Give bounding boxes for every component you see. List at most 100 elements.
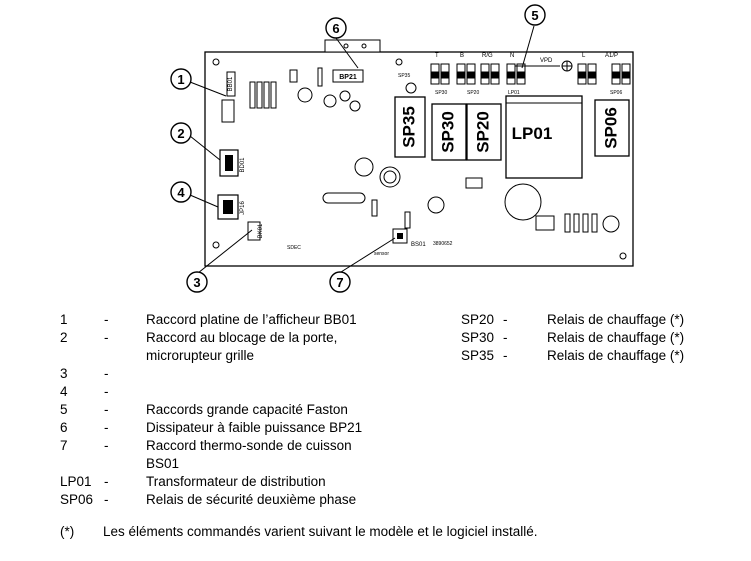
transformer-lp01-label: LP01 [512, 124, 553, 143]
legend-dash: - [503, 330, 508, 345]
connector-bb01 [226, 71, 236, 97]
legend-number: SP30 [461, 330, 495, 345]
legend_right-row: SP20- Relais de chauffage (*) [461, 311, 721, 329]
legend-number: 1 [60, 312, 68, 327]
callout-5-label: 5 [531, 8, 538, 23]
legend-text: Raccord platine de l’afficheur BB01 [146, 312, 357, 327]
board-code: 3890652 [433, 241, 453, 247]
legend-dash: - [104, 330, 109, 345]
small-label-sp06: SP06 [610, 90, 622, 96]
relay-sp30-label: SP30 [438, 111, 457, 153]
callout-6: 6 [325, 17, 347, 39]
legend-number: SP35 [461, 348, 495, 363]
top-label-t: T [435, 53, 439, 59]
callout-4: 4 [170, 181, 192, 203]
callout-2: 2 [170, 122, 192, 144]
legend_left-row: 1 - Raccord platine de l’afficheur BB01 [60, 311, 440, 329]
legend-number: 3 [60, 366, 68, 381]
connector-bs01-label: BS01 [411, 242, 426, 248]
legend_left-row: LP01- Transformateur de distribution [60, 473, 440, 491]
relay-sp20: SP20 [466, 103, 502, 161]
legend-right: SP20-Relais de chauffage (*)SP30-Relais … [461, 311, 721, 365]
legend-text: microrupteur grille [146, 348, 255, 363]
legend-dash: - [104, 492, 109, 507]
legend-text: Raccord thermo-sonde de cuisson [146, 438, 352, 453]
connector-jp16-label: JP16 [240, 201, 246, 215]
legend-text: Dissipateur à faible puissance BP21 [146, 420, 363, 435]
relay-sp06: SP06 [594, 99, 630, 157]
legend-text: Relais de sécurité deuxième phase [146, 492, 357, 507]
legend-number: 7 [60, 438, 68, 453]
top-label-n: N [510, 53, 514, 59]
callout-4-label: 4 [177, 185, 185, 200]
legend-dash: - [104, 366, 109, 381]
legend_right-row: SP30- Relais de chauffage (*) [461, 329, 721, 347]
legend-dash: - [104, 438, 109, 453]
legend-number: 4 [60, 384, 68, 399]
callout-3: 3 [186, 271, 208, 293]
small-label-lp01: LP01 [508, 90, 520, 96]
top-label-a: A1/P [605, 53, 618, 59]
callout-1: 1 [170, 68, 192, 90]
legend-number: LP01 [60, 474, 92, 489]
legend_left-row: microrupteur grille [60, 347, 440, 365]
legend-number: 5 [60, 402, 68, 417]
footnote-text: Les éléments commandés varient suivant l… [103, 524, 538, 539]
connector-bb01-label: BB01 [228, 76, 234, 91]
legend_left-row: 7 - Raccord thermo-sonde de cuisson [60, 437, 440, 455]
footnote-mark: (*) [60, 524, 75, 539]
legend-left: 1 - Raccord platine de l’afficheur BB01 2 - R… [60, 311, 440, 509]
legend-text: Transformateur de distribution [146, 474, 326, 489]
legend_right-row: SP35- Relais de chauffage (*) [461, 347, 721, 365]
legend-text: Relais de chauffage (*) [547, 312, 685, 327]
legend-number: 6 [60, 420, 68, 435]
relay-sp35: SP35 [394, 96, 426, 158]
callout-6-label: 6 [332, 21, 339, 36]
legend-dash: - [104, 384, 109, 399]
connector-bk01 [247, 221, 261, 241]
relay-sp30: SP30 [431, 103, 467, 161]
top-label-ra: R/G [482, 53, 493, 59]
vpd-label: VPD [540, 58, 553, 64]
relay-sp06-label: SP06 [601, 107, 620, 149]
circuit-board-diagram: T B R/G N L A1/P VPD SP35 SP30 SP20 LP01… [170, 4, 634, 293]
legend-number: 2 [60, 330, 68, 345]
callout-7-label: 7 [336, 275, 343, 290]
legend-text: Relais de chauffage (*) [547, 330, 685, 345]
callout-3-label: 3 [193, 275, 200, 290]
legend_left-row: 4- [60, 383, 440, 401]
legend-text: BS01 [146, 456, 180, 471]
legend-dash: - [104, 402, 109, 417]
legend-text: Raccords grande capacité Faston [146, 402, 348, 417]
connector-bk01-label: BK01 [258, 223, 264, 238]
legend-text: Relais de chauffage (*) [547, 348, 685, 363]
sensor-label: sensor [374, 251, 389, 257]
callout-5: 5 [524, 4, 546, 26]
faston-terminals [430, 63, 631, 85]
legend-dash: - [503, 348, 508, 363]
callout-2-label: 2 [177, 126, 184, 141]
callout-1-label: 1 [177, 72, 184, 87]
legend-dash: - [104, 312, 109, 327]
heatsink-bp21 [332, 69, 364, 83]
legend_left-row: BS01 [60, 455, 440, 473]
legend-number: SP20 [461, 312, 495, 327]
top-label-l: L [582, 53, 586, 59]
legend_left-row: 3- [60, 365, 440, 383]
connector-bd01-label: BD01 [240, 157, 246, 173]
legend_left-row: 2 - Raccord au blocage de la porte, [60, 329, 440, 347]
small-label-sp20: SP20 [467, 90, 479, 96]
legend_left-row: 6-Dissipateur à faible puissance BP21 [60, 419, 440, 437]
transformer-lp01: LP01 [505, 95, 583, 179]
legend-number: SP06 [60, 492, 94, 507]
relay-sp20-label: SP20 [473, 111, 492, 153]
legend-dash: - [503, 312, 508, 327]
legend_left-row: SP06- Relais de sécurité deuxième phase [60, 491, 440, 509]
legend-text: Raccord au blocage de la porte, [146, 330, 338, 345]
small-label-sp35: SP35 [398, 73, 410, 79]
heatsink-bp21-label: BP21 [339, 74, 357, 81]
top-label-b: B [460, 53, 464, 59]
legend-dash: - [104, 474, 109, 489]
small-label-sp30: SP30 [435, 90, 447, 96]
legend_left-row: 5 - Raccords grande capacité Faston [60, 401, 440, 419]
